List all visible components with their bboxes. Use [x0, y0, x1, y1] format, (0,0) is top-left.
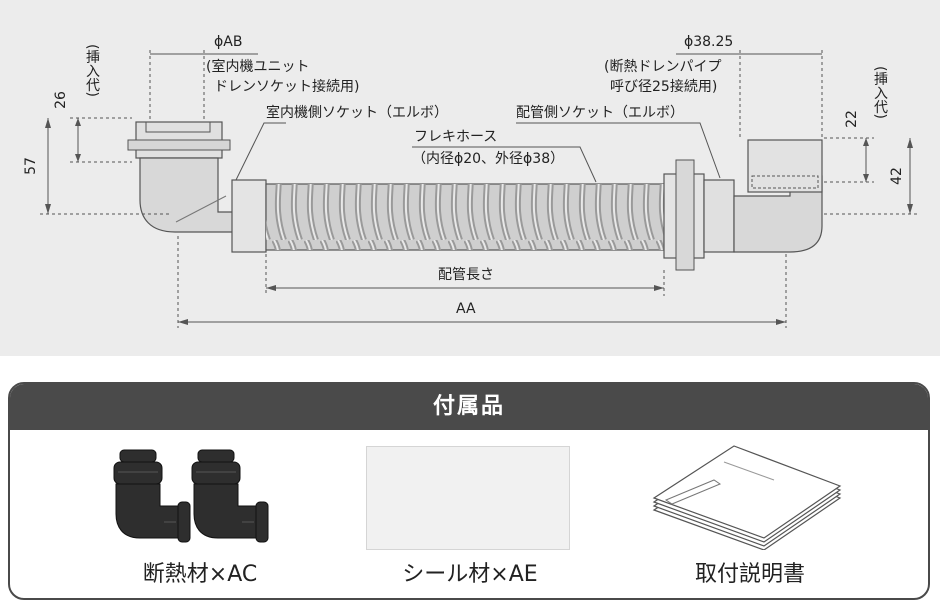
dim-42-label: 42 [888, 167, 905, 185]
insert-allowance-right: (挿入代) [872, 66, 888, 119]
seal-sheet-icon [366, 446, 570, 550]
indoor-socket-conn-line1: (室内機ユニット [206, 59, 310, 75]
flexi-hose-label: フレキホース [414, 129, 498, 145]
accessory-manual-label: 取付説明書 [694, 562, 805, 587]
accessories-title: 付属品 [10, 384, 928, 430]
dim-aa-label: AA [456, 301, 476, 317]
indoor-side-elbow [127, 121, 267, 253]
dim-3825-label: ϕ38.25 [684, 34, 734, 50]
accessory-insulation-label: 断熱材×AC [142, 562, 258, 587]
drain-pipe-conn-line1: (断熱ドレンパイプ [604, 59, 722, 75]
dim-22-label: 22 [843, 110, 860, 128]
dimension-arrows [45, 118, 913, 325]
indoor-socket-conn-line2: ドレンソケット接続用) [214, 79, 360, 95]
accessory-manual: 取付説明書 [600, 430, 900, 598]
dim-57-label: 57 [22, 157, 39, 175]
pipe-length-label: 配管長さ [438, 267, 494, 283]
accessories-panel: 付属品 断熱材×AC シール材×AE [8, 382, 930, 600]
insulation-elbow-icon [113, 449, 269, 543]
accessory-insulation: 断熱材×AC [50, 430, 350, 598]
insert-allowance-left: (挿入代) [84, 44, 100, 97]
pipe-side-elbow [663, 139, 823, 271]
indoor-side-socket-label: 室内機側ソケット（エルボ） [266, 105, 448, 121]
hose-spec-label: （内径ϕ20、外径ϕ38） [412, 151, 565, 167]
drain-pipe-conn-line2: 呼び径25接続用) [610, 79, 718, 95]
accessory-seal-label: シール材×AE [402, 562, 538, 587]
accessory-seal: シール材×AE [320, 430, 620, 598]
flexible-hose [265, 183, 665, 251]
hose-drawing [40, 50, 918, 328]
pipe-side-socket-label: 配管側ソケット（エルボ） [516, 105, 684, 121]
manual-booklet-icon [652, 445, 842, 550]
drain-hose-diagram: ϕAB (室内機ユニット ドレンソケット接続用) ϕ38.25 (断熱ドレンパイ… [0, 0, 940, 356]
dim-ab-label: ϕAB [214, 34, 243, 50]
dim-26-label: 26 [52, 91, 69, 109]
